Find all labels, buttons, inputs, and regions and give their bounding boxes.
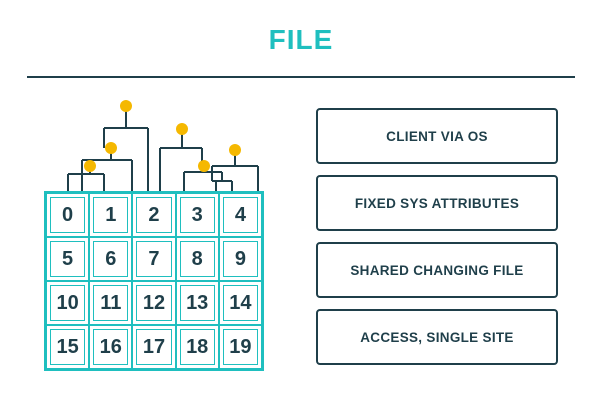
tree-node xyxy=(176,123,188,135)
grid-cell: 2 xyxy=(132,193,176,237)
grid-cell: 3 xyxy=(175,193,219,237)
property-box-fixed-sys-attributes: FIXED SYS ATTRIBUTES xyxy=(316,175,558,231)
grid-cell: 10 xyxy=(46,281,90,325)
grid-cell: 11 xyxy=(89,281,133,325)
grid-cell: 12 xyxy=(132,281,176,325)
grid-cell: 4 xyxy=(218,193,262,237)
grid-number: 4 xyxy=(234,203,246,226)
grid-cell: 0 xyxy=(46,193,90,237)
grid-cell: 18 xyxy=(175,325,219,369)
property-box-access-single-site: ACCESS, SINGLE SITE xyxy=(316,309,558,365)
grid-number: 6 xyxy=(105,247,117,270)
number-grid: 0 1 2 3 4 5 6 7 8 9 10 11 12 13 14 15 16… xyxy=(44,191,264,371)
grid-cell: 19 xyxy=(218,325,262,369)
grid-number: 0 xyxy=(62,203,74,226)
grid-cell: 7 xyxy=(132,237,176,281)
grid-number: 5 xyxy=(62,247,74,270)
tree-node xyxy=(229,144,241,156)
grid-number: 16 xyxy=(99,335,122,358)
grid-cell: 14 xyxy=(218,281,262,325)
grid-number: 17 xyxy=(142,335,166,358)
grid-cell: 15 xyxy=(46,325,90,369)
grid-number: 2 xyxy=(148,203,160,226)
page-title: FILE xyxy=(268,24,334,55)
grid-number: 13 xyxy=(186,291,209,314)
grid-cell: 8 xyxy=(175,237,219,281)
grid-number: 1 xyxy=(105,203,117,226)
tree-node xyxy=(84,160,96,172)
grid-cell: 17 xyxy=(132,325,176,369)
grid-number: 10 xyxy=(56,291,79,314)
property-list: CLIENT VIA OS FIXED SYS ATTRIBUTES SHARE… xyxy=(316,108,558,376)
grid-cell: 13 xyxy=(175,281,219,325)
grid-number: 18 xyxy=(186,335,209,358)
grid-cell: 1 xyxy=(89,193,133,237)
property-box-shared-changing-file: SHARED CHANGING FILE xyxy=(316,242,558,298)
grid-number: 15 xyxy=(56,335,79,358)
tree-node xyxy=(105,142,117,154)
tree-node xyxy=(198,160,210,172)
title-divider xyxy=(27,76,575,78)
tree-node xyxy=(120,100,132,112)
grid-cell: 16 xyxy=(89,325,133,369)
grid-cell: 9 xyxy=(218,237,262,281)
grid-number: 14 xyxy=(229,291,252,314)
property-box-client-via-os: CLIENT VIA OS xyxy=(316,108,558,164)
grid-cell: 6 xyxy=(89,237,133,281)
grid-number: 8 xyxy=(191,247,203,270)
grid-cell: 5 xyxy=(46,237,90,281)
grid-number: 9 xyxy=(234,247,246,270)
grid-number: 12 xyxy=(142,291,166,314)
grid-number: 3 xyxy=(191,203,203,226)
grid-number: 7 xyxy=(148,247,160,270)
grid-number: 11 xyxy=(100,291,122,314)
grid-number: 19 xyxy=(229,335,252,358)
